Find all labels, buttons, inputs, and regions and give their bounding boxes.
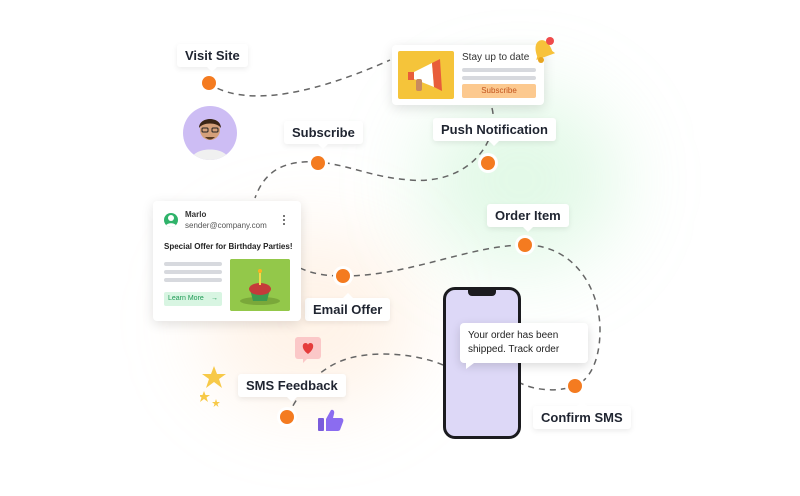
label-push-notification: Push Notification — [433, 118, 556, 146]
more-options-icon[interactable] — [283, 215, 286, 225]
arrow-right-icon: → — [211, 295, 218, 302]
text-placeholder-line — [164, 278, 222, 282]
email-offer-card: Marlo sender@company.com Special Offer f… — [153, 201, 301, 321]
avatar — [183, 106, 237, 160]
step-dot-visit-site — [202, 76, 216, 90]
sms-message-bubble: Your order has been shipped. Track order — [460, 323, 588, 369]
text-placeholder-line — [462, 76, 536, 80]
megaphone-image — [398, 51, 454, 99]
birthday-cake-image — [230, 259, 290, 311]
text-placeholder-line — [164, 270, 222, 274]
learn-more-label: Learn More — [168, 295, 204, 302]
push-notification-card: Stay up to date Subscribe — [392, 45, 544, 105]
heart-message-icon — [295, 337, 321, 363]
label-sms-feedback: SMS Feedback — [238, 374, 346, 402]
step-dot-subscribe — [311, 156, 325, 170]
label-email-offer: Email Offer — [305, 293, 391, 321]
step-dot-push-notification — [481, 156, 495, 170]
step-dot-email-offer — [336, 269, 350, 283]
label-order-item: Order Item — [487, 204, 569, 232]
sender-name: Marlo — [185, 210, 207, 219]
sender-avatar-icon — [164, 213, 178, 227]
phone-mockup — [443, 287, 521, 439]
label-confirm-sms: Confirm SMS — [533, 401, 631, 429]
text-placeholder-line — [462, 68, 536, 72]
sender-email: sender@company.com — [185, 221, 267, 230]
star-icon — [198, 366, 228, 417]
phone-notch — [468, 290, 496, 296]
thumbs-up-icon — [318, 408, 344, 437]
sms-message-text: Your order has been shipped. Track order — [468, 330, 560, 355]
label-subscribe: Subscribe — [284, 121, 363, 149]
email-subject: Special Offer for Birthday Parties! — [164, 242, 293, 251]
bell-icon — [530, 34, 556, 69]
step-dot-confirm-sms — [568, 379, 582, 393]
learn-more-button[interactable]: Learn More → — [164, 292, 222, 306]
step-dot-sms-feedback — [280, 410, 294, 424]
push-card-title: Stay up to date — [462, 52, 530, 63]
step-dot-order-item — [518, 238, 532, 252]
push-subscribe-button[interactable]: Subscribe — [462, 84, 536, 98]
text-placeholder-line — [164, 262, 222, 266]
label-visit-site: Visit Site — [177, 44, 248, 72]
